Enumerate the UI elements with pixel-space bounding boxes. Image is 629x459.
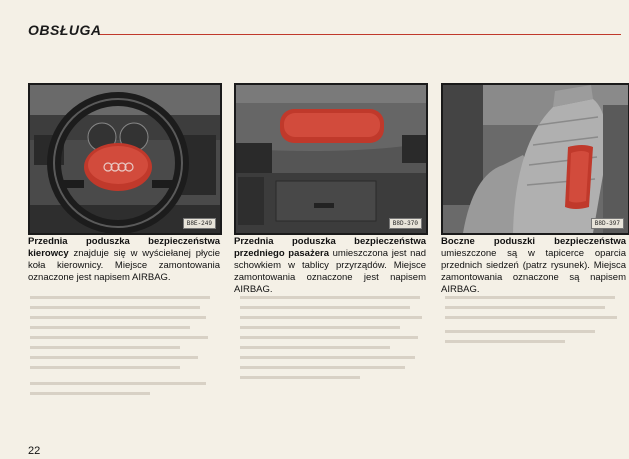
- caption-bold: Przednia poduszka bezpieczeństwa kierowc…: [28, 236, 220, 259]
- caption-driver-airbag: Przednia poduszka bezpieczeństwa kierowc…: [28, 236, 220, 284]
- caption-text: znajduje się w wyściełanej płycie koła k…: [28, 248, 220, 283]
- figure-code: B8D-370: [388, 218, 422, 229]
- caption-side-airbag: Boczne poduszki bezpieczeństwa umieszczo…: [441, 236, 626, 296]
- figure-passenger-airbag: B8D-370: [234, 83, 428, 235]
- steering-wheel-illustration: [30, 85, 220, 233]
- figure-code: B8E-249: [182, 218, 216, 229]
- caption-text: umieszczona jest nad schowkiem w tablicy…: [234, 248, 426, 295]
- figure-side-airbag: B8D-397: [441, 83, 629, 235]
- section-title: OBSŁUGA: [28, 22, 102, 38]
- seat-illustration: [443, 85, 628, 233]
- page-number: 22: [28, 445, 41, 457]
- caption-bold: Przednia poduszka bezpieczeństwa przedni…: [234, 236, 426, 259]
- caption-text: umieszczone są w tapicerce oparcia przed…: [441, 248, 626, 295]
- figure-driver-airbag: B8E-249: [28, 83, 222, 235]
- caption-bold: Boczne poduszki bezpieczeństwa: [441, 236, 626, 247]
- dashboard-illustration: [236, 85, 426, 233]
- header-rule: [100, 34, 621, 35]
- caption-passenger-airbag: Przednia poduszka bezpieczeństwa przedni…: [234, 236, 426, 296]
- figure-code: B8D-397: [590, 218, 624, 229]
